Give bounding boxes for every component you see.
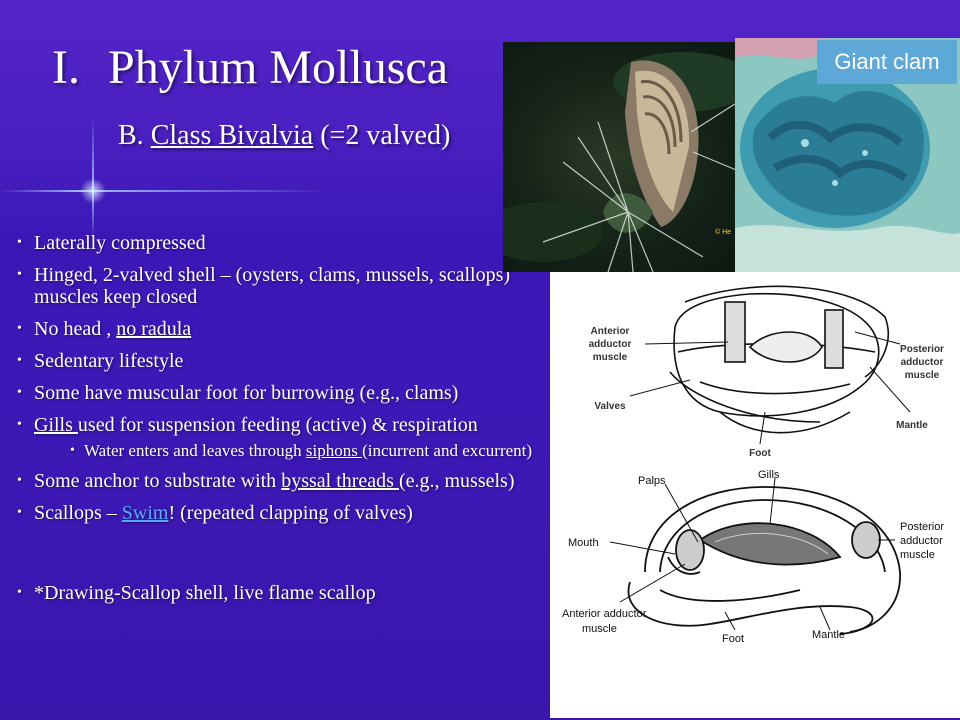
subtitle-suffix: (=2 valved) bbox=[313, 120, 451, 151]
top-shell-drawing bbox=[669, 285, 890, 434]
bullet-dot-icon: • bbox=[17, 321, 22, 336]
bullet-text: Sedentary lifestyle bbox=[34, 350, 184, 372]
label-posterior-2: adductor bbox=[901, 357, 944, 368]
swim-link[interactable]: Swim bbox=[121, 502, 169, 524]
bullet-text: (e.g., mussels) bbox=[398, 470, 515, 492]
bullet-item: • No head , no radula bbox=[12, 318, 548, 340]
sub-bullet-item: • Water enters and leaves through siphons… bbox=[12, 442, 548, 460]
bullet-text-underlined: Gills bbox=[34, 414, 78, 436]
giant-clam-label: Giant clam bbox=[817, 40, 957, 84]
bullet-text: Scallops – bbox=[34, 502, 122, 524]
label-anterior-1: Anterior bbox=[591, 326, 630, 337]
bullet-text-underlined: no radula bbox=[116, 318, 192, 340]
bullet-item: • *Drawing-Scallop shell, live flame scal… bbox=[12, 582, 548, 604]
bullet-text: Some anchor to substrate with bbox=[34, 470, 282, 492]
bullet-dot-icon: • bbox=[17, 505, 22, 520]
bullet-dot-icon: • bbox=[17, 385, 22, 400]
bullet-item: • Some anchor to substrate with byssal th… bbox=[12, 470, 548, 492]
bullet-dot-icon: • bbox=[17, 235, 22, 250]
bullet-dot-icon: • bbox=[17, 585, 22, 600]
slide-subtitle: B. Class Bivalvia (=2 valved) bbox=[118, 120, 450, 152]
label-palps: Palps bbox=[638, 475, 666, 487]
bullet-item: • Hinged, 2-valved shell – (oysters, clam… bbox=[12, 264, 548, 308]
bullet-item: • Some have muscular foot for burrowing (… bbox=[12, 382, 548, 404]
bullet-text: No head , bbox=[34, 318, 117, 340]
subtitle-class: Class Bivalvia bbox=[150, 120, 314, 151]
label-anterior-2: adductor bbox=[589, 339, 632, 350]
photo-copyright: © He bbox=[715, 228, 731, 236]
bullet-text: Hinged, 2-valved shell – (oysters, clams… bbox=[34, 264, 511, 308]
label-posterior-b-3: muscle bbox=[900, 549, 935, 561]
subtitle-prefix: B. bbox=[118, 120, 151, 151]
bullet-item: • Scallops – Swim! (repeated clapping of … bbox=[12, 502, 548, 524]
label-anterior-3: muscle bbox=[593, 352, 628, 363]
slide-title: I. Phylum Mollusca bbox=[52, 40, 448, 95]
bullet-dot-icon: • bbox=[17, 267, 22, 282]
label-gills: Gills bbox=[758, 469, 780, 481]
giant-clam-photo bbox=[735, 38, 960, 272]
label-mouth: Mouth bbox=[568, 537, 599, 549]
label-mantle: Mantle bbox=[896, 420, 928, 431]
label-anterior-b-1: Anterior adductor bbox=[562, 608, 647, 620]
bullet-item: • Laterally compressed bbox=[12, 232, 548, 254]
bullet-text-underlined: siphons bbox=[305, 441, 363, 460]
label-mantle-bottom: Mantle bbox=[812, 629, 845, 641]
title-number: I. bbox=[52, 41, 80, 94]
bullet-item: • Gills used for suspension feeding (acti… bbox=[12, 414, 548, 436]
bullet-text: *Drawing-Scallop shell, live flame scall… bbox=[34, 582, 376, 604]
label-posterior-1: Posterior bbox=[900, 344, 944, 355]
bullet-text: Some have muscular foot for burrowing (e… bbox=[34, 382, 459, 404]
label-valves: Valves bbox=[594, 401, 626, 412]
label-foot-bottom: Foot bbox=[722, 633, 744, 645]
bottom-anatomy-drawing bbox=[627, 486, 901, 635]
bivalve-anatomy-diagram: Anterior adductor muscle Posterior adduc… bbox=[550, 272, 960, 718]
bullet-dot-icon: • bbox=[17, 353, 22, 368]
bullet-text: Laterally compressed bbox=[34, 232, 206, 254]
bullet-text: used for suspension feeding (active) & r… bbox=[77, 414, 478, 436]
bullet-dot-icon: • bbox=[17, 473, 22, 488]
label-foot-top: Foot bbox=[749, 448, 771, 459]
label-anterior-b-2: muscle bbox=[582, 623, 617, 635]
title-text: Phylum Mollusca bbox=[108, 41, 449, 94]
label-posterior-b-1: Posterior bbox=[900, 521, 944, 533]
star-flare-horizontal bbox=[0, 190, 330, 192]
bullet-text: Water enters and leaves through bbox=[84, 441, 306, 460]
bullet-text: ! (repeated clapping of valves) bbox=[168, 502, 413, 524]
bullet-item: • Sedentary lifestyle bbox=[12, 350, 548, 372]
bullet-list: • Laterally compressed • Hinged, 2-valved … bbox=[12, 232, 548, 614]
bullet-text: (incurrent and excurrent) bbox=[362, 441, 533, 460]
bullet-dot-icon: • bbox=[70, 443, 75, 458]
label-posterior-3: muscle bbox=[905, 370, 940, 381]
bullet-text-underlined: byssal threads bbox=[281, 470, 399, 492]
label-posterior-b-2: adductor bbox=[900, 535, 943, 547]
bivalve-photo: © He bbox=[503, 42, 743, 272]
star-glow bbox=[80, 178, 106, 204]
bullet-dot-icon: • bbox=[17, 417, 22, 432]
